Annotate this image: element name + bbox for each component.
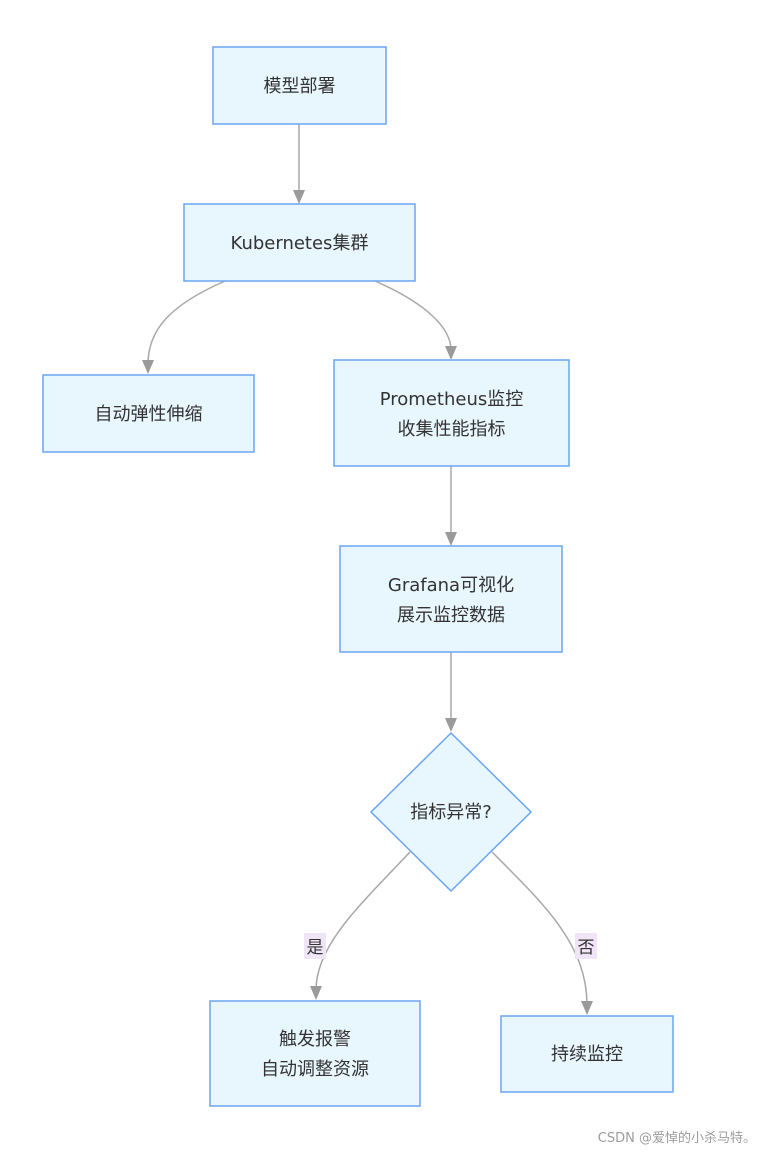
edge-decision-to-continue [491,851,593,1015]
node-decision: 指标异常? [369,731,533,893]
node-deploy-label: 模型部署 [264,76,336,97]
node-alert: 触发报警 自动调整资源 [209,1000,421,1107]
edge-label-no-text: 否 [578,938,595,958]
node-grafana-line-1: Grafana可视化 [388,575,514,596]
arrow-head-icon [581,1001,593,1015]
arrow-head-icon [445,532,457,546]
node-decision-label: 指标异常? [410,802,492,823]
node-alert-line-2: 自动调整资源 [261,1059,369,1080]
node-prometheus-line-2: 收集性能指标 [398,419,506,440]
edge-prometheus-to-grafana [445,466,457,546]
edge-label-yes: 是 [304,933,326,959]
node-autoscale-label: 自动弹性伸缩 [95,404,203,425]
edge-decision-to-alert [310,851,411,1000]
arrow-head-icon [445,346,457,360]
edge-deploy-to-k8s [293,124,305,204]
node-continue-label: 持续监控 [551,1044,623,1065]
arrow-head-icon [445,718,457,732]
edge-label-no: 否 [575,933,597,959]
node-k8s-label: Kubernetes集群 [231,233,369,254]
edges [142,124,593,1015]
arrow-head-icon [142,360,154,374]
edge-grafana-to-decision [445,652,457,732]
node-continue: 持续监控 [500,1015,674,1093]
edge-k8s-to-autoscale [142,280,226,374]
node-prometheus-line-1: Prometheus监控 [380,389,524,410]
node-alert-line-1: 触发报警 [279,1029,351,1050]
edge-k8s-to-prometheus [374,280,457,360]
edge-label-yes-text: 是 [307,938,324,958]
node-prometheus: Prometheus监控 收集性能指标 [333,359,570,467]
node-autoscale: 自动弹性伸缩 [42,374,255,453]
node-k8s: Kubernetes集群 [183,203,416,282]
node-grafana: Grafana可视化 展示监控数据 [339,545,563,653]
arrow-head-icon [293,190,305,204]
node-deploy: 模型部署 [212,46,387,125]
arrow-head-icon [310,986,322,1000]
watermark: CSDN @爱悼的小杀马特。 [597,1131,756,1146]
node-grafana-line-2: 展示监控数据 [397,605,505,626]
